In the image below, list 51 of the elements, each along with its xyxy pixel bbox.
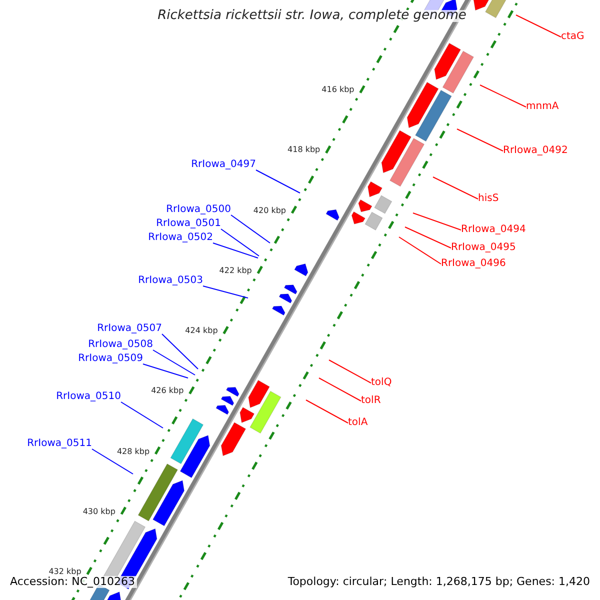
gene-label: RrIowa_0496 <box>441 258 506 270</box>
gene-label: tolA <box>348 417 368 429</box>
gene-label: tolQ <box>371 377 392 389</box>
gene-label: RrIowa_0495 <box>451 242 516 254</box>
leader-line <box>432 176 478 200</box>
gene-label: RrIowa_0503 <box>138 275 203 287</box>
gene-label: RrIowa_0501 <box>156 218 221 230</box>
scale-label: 418 kbp <box>288 145 320 154</box>
scale-label: 428 kbp <box>116 446 150 456</box>
leader-line <box>212 242 258 258</box>
leader-line <box>328 360 372 384</box>
scale-label: 420 kbp <box>253 206 286 215</box>
leader-line <box>142 364 188 378</box>
leader-line <box>456 128 504 152</box>
leader-line <box>306 400 348 424</box>
gene-label: tolR <box>361 395 381 407</box>
leader-line <box>162 334 198 370</box>
leader-line <box>318 378 362 402</box>
gene-label: RrIowa_0494 <box>461 224 526 236</box>
leader-line <box>480 84 526 108</box>
leader-line <box>152 350 196 376</box>
scale-label: 430 kbp <box>82 506 116 516</box>
scale-label: 426 kbp <box>151 386 184 396</box>
leader-line <box>398 236 442 264</box>
gene-label: mnmA <box>526 101 559 113</box>
leader-line <box>256 170 300 194</box>
leader-line <box>220 228 260 256</box>
scale-label: 432 kbp <box>48 566 82 576</box>
leader-line <box>412 212 462 230</box>
gene-label: RrIowa_0508 <box>88 339 153 351</box>
scale-label: 424 kbp <box>185 326 218 336</box>
gene-label: ctaG <box>561 31 584 43</box>
gene-label: RrIowa_0500 <box>166 204 231 216</box>
accession-label: Accession: NC_010263 <box>8 576 138 588</box>
gene-label: RrIowa_0502 <box>148 232 213 244</box>
scale-label: 416 kbp <box>322 85 354 94</box>
scale-label: 422 kbp <box>219 266 252 275</box>
leader-line <box>404 226 452 248</box>
gene-label: hisS <box>478 193 499 205</box>
leader-line <box>202 286 248 298</box>
gene-label: RrIowa_0507 <box>97 323 162 335</box>
gene-label: RrIowa_0492 <box>503 145 568 157</box>
gene-label: RrIowa_0510 <box>56 391 121 403</box>
leader-line <box>516 14 562 38</box>
gene-label: RrIowa_0511 <box>27 438 92 450</box>
leader-line <box>92 448 134 474</box>
leader-line <box>120 402 164 428</box>
leader-line <box>230 214 270 244</box>
gene-label: RrIowa_0509 <box>78 353 143 365</box>
gene-label: RrIowa_0497 <box>191 159 256 171</box>
genome-summary-label: Topology: circular; Length: 1,268,175 bp; Genes: 1,420 <box>286 576 592 588</box>
